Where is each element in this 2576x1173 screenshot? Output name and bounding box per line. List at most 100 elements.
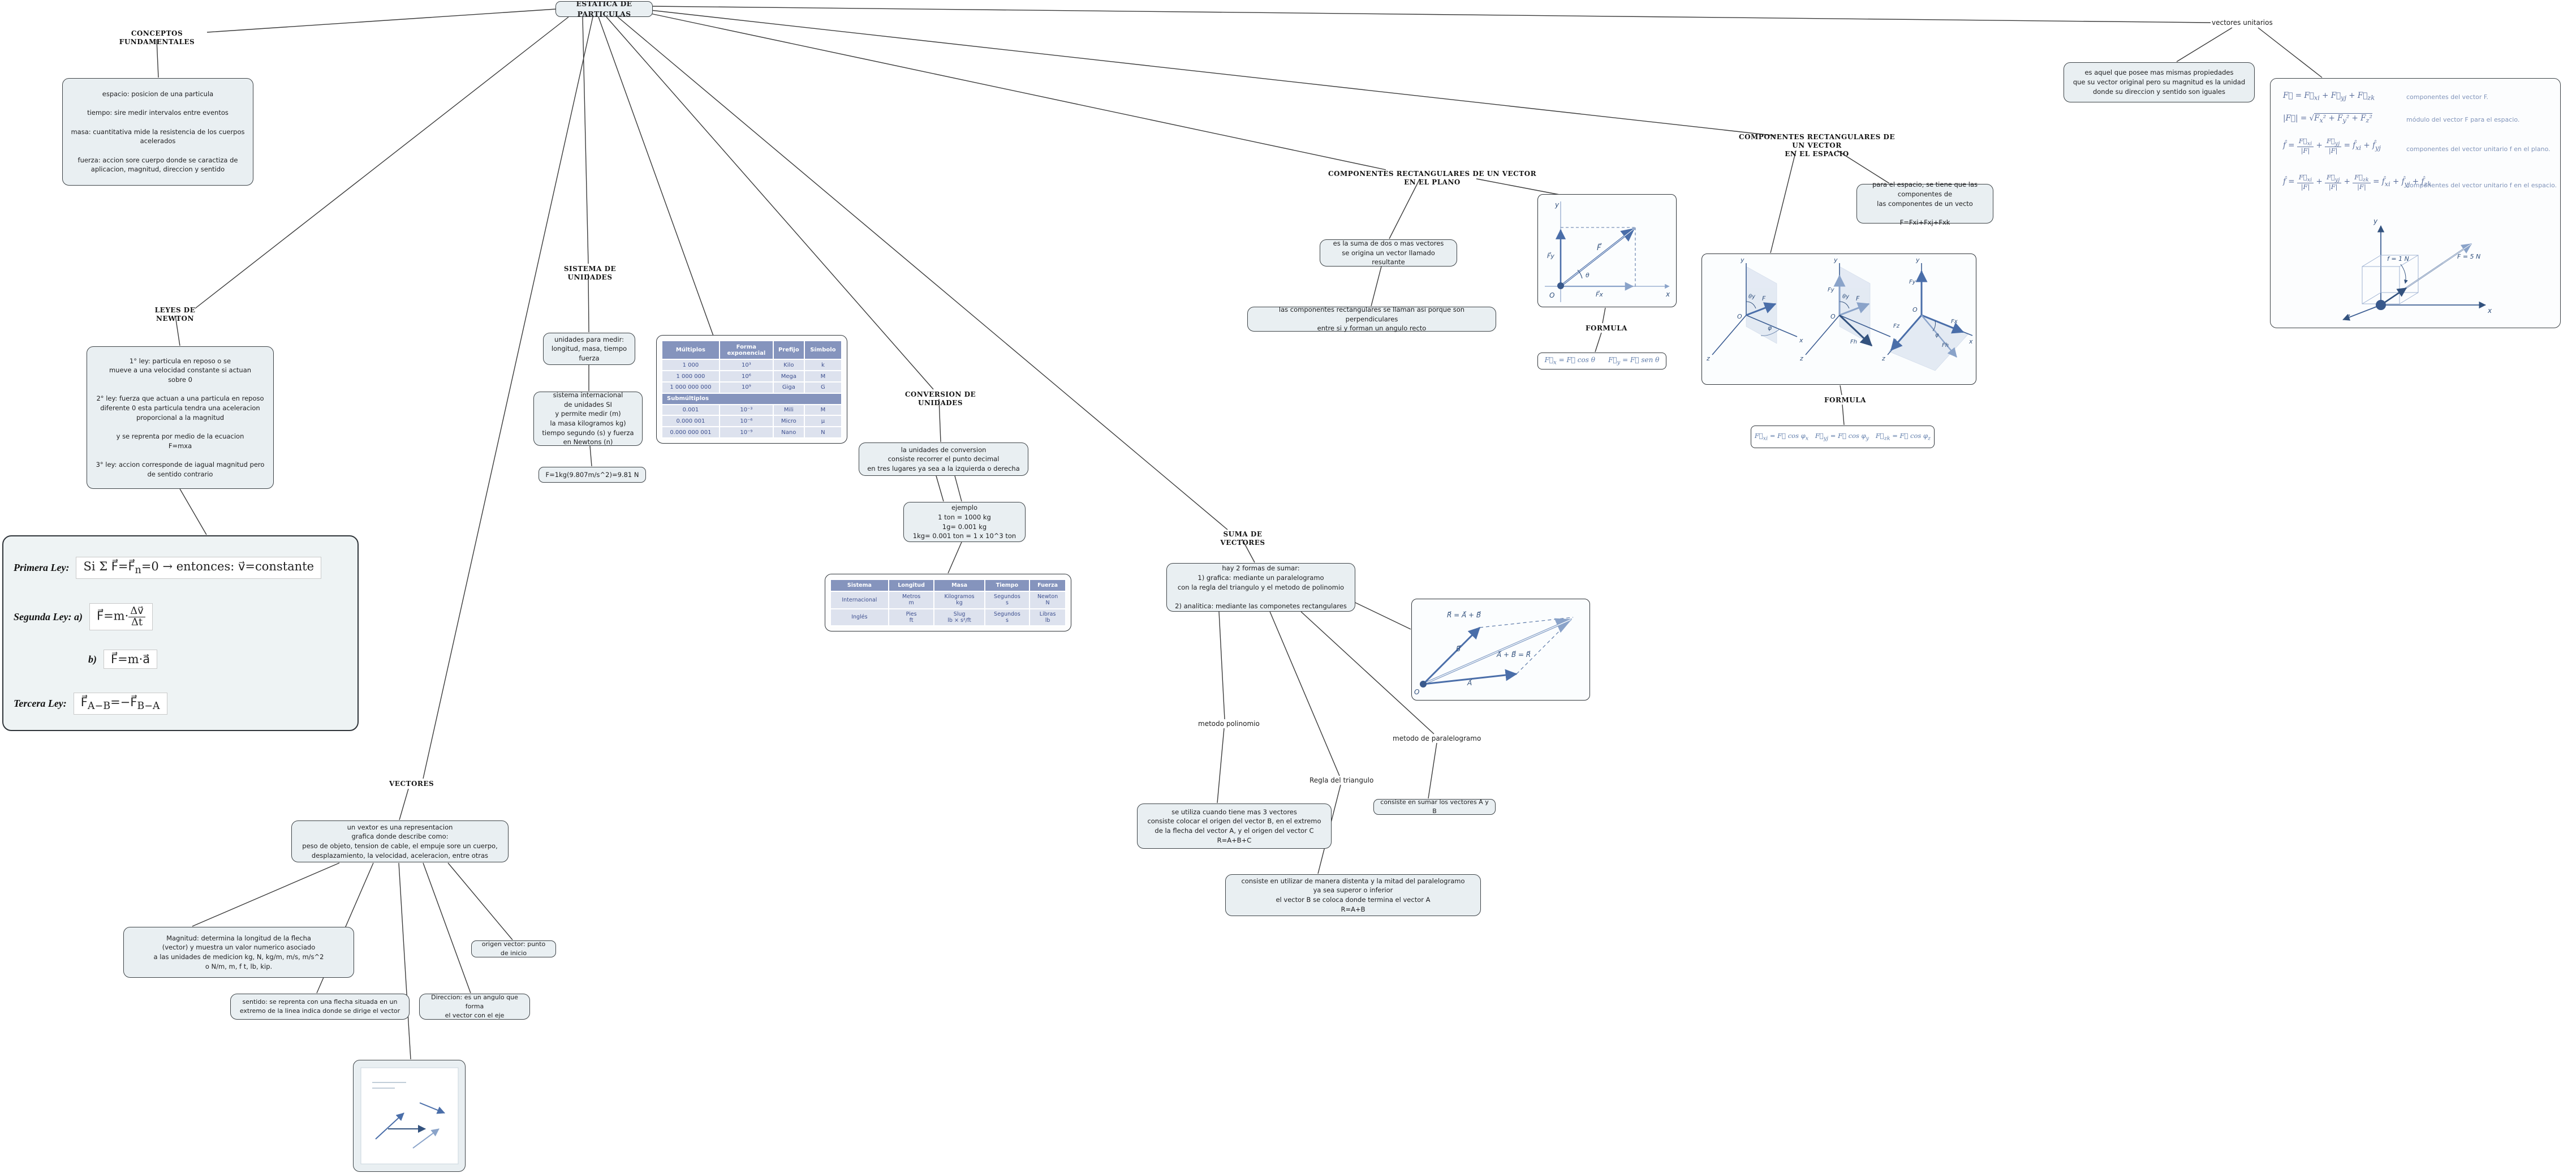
fz-component-label: Fz: [1893, 323, 1900, 329]
segunda-ley-b-label: b): [88, 653, 97, 665]
systems-table: Sistema Longitud Masa Tiempo Fuerza Inte…: [830, 578, 1066, 627]
z-axis-label: z: [1881, 355, 1885, 362]
phi-angle-label: φ: [1935, 332, 1939, 338]
theta-angle-label: θ: [1586, 272, 1589, 279]
col-fuerza: Fuerza: [1029, 578, 1066, 592]
label-formula-plano[interactable]: FORMULA: [1586, 324, 1627, 332]
unit-vector-formulas-panel[interactable]: F⃗ = F⃗xi + F⃗yj + F⃗zk componentes del …: [2270, 78, 2561, 328]
panel-desc-unitario-plano: componentes del vector unitario f en el …: [2406, 145, 2551, 153]
panel-formula-unitario-plano: f̂ = F⃗xi|F| + F⃗yj|F| = f̂xi + f̂yj: [2283, 137, 2381, 155]
node-paralelogramo-box[interactable]: consiste en sumar los vectores A y B: [1373, 798, 1496, 815]
node-sistema-internacional[interactable]: sistema internacional de unidades SI y p…: [533, 391, 643, 446]
panel-desc-modulo: módulo del vector F para el espacio.: [2406, 116, 2520, 123]
vector-sketches-svg: [360, 1067, 458, 1165]
label-vectores-unitarios[interactable]: vectores unitarios: [2212, 19, 2273, 27]
unit-vector-f-label: f = 1 N: [2387, 255, 2409, 263]
label-vectores[interactable]: VECTORES: [389, 780, 434, 788]
col-multiplos: Múltiplos: [661, 340, 720, 360]
col-forma-exponencial: Forma exponencial: [718, 340, 774, 360]
node-suma-box[interactable]: hay 2 formas de sumar: 1) grafica: media…: [1166, 563, 1355, 612]
label-componentes-espacio[interactable]: COMPONENTES RECTANGULARES DE UN VECTOR E…: [1739, 133, 1895, 158]
y-axis-label: y: [2373, 217, 2378, 225]
node-leyes-formulas-box[interactable]: Primera Ley: Si Σ F⃗=F⃗n=0 → entonces: v…: [2, 535, 359, 731]
node-tabla-sistemas[interactable]: Sistema Longitud Masa Tiempo Fuerza Inte…: [825, 574, 1071, 631]
node-sentido-box[interactable]: sentido: se reprenta con una flecha situ…: [230, 994, 410, 1020]
parallelogram-svg: R⃗ = A⃗ + B⃗ B⃗ A⃗ + B⃗ = R⃗ A⃗ O: [1414, 611, 1574, 696]
force-f-label: F = 5 N: [2457, 253, 2480, 260]
label-componentes-plano[interactable]: COMPONENTES RECTANGULARES DE UN VECTOR E…: [1328, 170, 1537, 186]
z-axis-label: z: [1706, 355, 1710, 362]
y-axis-label: y: [1833, 256, 1838, 264]
fh-component-label: Fh: [1850, 339, 1857, 345]
segunda-ley-formula: F⃗=m·Δv⃗Δt: [89, 603, 153, 631]
plane-components-svg: y x F⃗ F⃗y F⃗x θ O: [1545, 201, 1670, 302]
node-vectores-box[interactable]: un vextor es una representacion grafica …: [291, 820, 509, 862]
node-magnitud-box[interactable]: Magnitud: determina la longitud de la fl…: [123, 927, 354, 978]
fxi-formula: F⃗xi = F⃗ cos φx: [1754, 432, 1809, 442]
node-plano-suma-box[interactable]: es la suma de dos o mas vectores se orig…: [1320, 239, 1457, 267]
label-conversion-unidades[interactable]: CONVERSION DE UNIDADES: [904, 390, 976, 407]
node-polinomio-box[interactable]: se utiliza cuando tiene mas 3 vectores c…: [1137, 804, 1332, 849]
node-origen-box[interactable]: origen vector: punto de inicio: [471, 940, 556, 957]
y-axis-label: y: [1554, 201, 1560, 209]
f-vector-label: F: [1856, 295, 1860, 302]
node-plano-perpendiculares-box[interactable]: las componentes rectangulares se llaman …: [1247, 306, 1496, 332]
y-axis-label: y: [1740, 256, 1744, 264]
fyj-formula: F⃗yj = F⃗ cos φy: [1815, 432, 1869, 442]
label-conceptos-fundamentales[interactable]: CONCEPTOS FUNDAMENTALES: [119, 29, 195, 46]
node-conversion-box[interactable]: la unidades de conversion consiste recor…: [859, 442, 1028, 476]
tercera-ley-label: Tercera Ley:: [14, 698, 67, 710]
phi-angle-label: φ: [1768, 324, 1772, 332]
node-plano-formula-box[interactable]: F⃗x = F⃗ cos θ F⃗y = F⃗ sen θ: [1537, 353, 1666, 369]
space-components-svg: y θy F O x φ z y Fy θy F O Fh x z: [1706, 256, 1973, 371]
node-direccion-box[interactable]: Direccion: es un angulo que forma el vec…: [419, 994, 530, 1020]
node-triangulo-box[interactable]: consiste en utilizar de manera distenta …: [1225, 874, 1481, 916]
col-prefijo: Prefijo: [772, 340, 805, 360]
panel-desc-components: componentes del vector F.: [2406, 93, 2488, 101]
fx-formula: F⃗x = F⃗ cos θ: [1544, 356, 1595, 366]
primera-ley-formula: Si Σ F⃗=F⃗n=0 → entonces: v⃗=constante: [76, 557, 322, 579]
f-vector-label: F⃗: [1597, 243, 1602, 252]
segunda-ley-b-formula: F⃗=m·a⃗: [104, 650, 158, 669]
label-regla-triangulo[interactable]: Regla del triangulo: [1309, 776, 1374, 784]
col-simbolo: Símbolo: [803, 340, 843, 360]
col-longitud: Longitud: [888, 578, 935, 592]
node-unidades-medir[interactable]: unidades para medir: longitud, masa, tie…: [543, 333, 635, 365]
table-subheader-row: Submúltiplos: [661, 392, 842, 405]
node-tabla-prefijos[interactable]: Múltiplos Forma exponencial Prefijo Símb…: [656, 335, 847, 444]
node-leyes-box[interactable]: 1° ley: particula en reposo o se mueve a…: [87, 346, 274, 489]
origin-label: O: [1549, 291, 1554, 299]
label-suma-vectores[interactable]: SUMA DE VECTORES: [1220, 530, 1265, 547]
node-espacio-formula-box[interactable]: F⃗xi = F⃗ cos φx F⃗yj = F⃗ cos φy F⃗zk =…: [1751, 426, 1935, 448]
label-formula-espacio[interactable]: FORMULA: [1824, 396, 1866, 404]
tercera-ley-formula: F⃗A−B=−F⃗B−A: [73, 693, 167, 715]
z-axis-label: z: [1799, 355, 1803, 362]
node-espacio-box[interactable]: para el espacio, se tiene que las compon…: [1856, 181, 1993, 226]
b-vector-label: B⃗: [1456, 645, 1461, 653]
primera-ley-label: Primera Ley:: [14, 562, 70, 574]
label-leyes-newton[interactable]: LEYES DE NEWTON: [154, 306, 196, 323]
fx-component-label: Fx: [1951, 319, 1958, 325]
label-metodo-polinomio[interactable]: metodo polinomio: [1198, 720, 1260, 728]
x-axis-label: x: [1799, 337, 1803, 344]
node-ejemplo-box[interactable]: ejemplo 1 ton = 1000 kg 1g= 0.001 kg 1kg…: [903, 502, 1026, 542]
label-sistema-unidades[interactable]: SISTEMA DE UNIDADES: [563, 265, 617, 281]
fy-formula: F⃗y = F⃗ sen θ: [1608, 356, 1660, 366]
fx-component-label: F⃗x: [1596, 290, 1603, 298]
node-conceptos-box[interactable]: espacio: posicion de una particula tiemp…: [62, 78, 253, 186]
node-unitarios-box[interactable]: es aquel que posee mas mismas propiedade…: [2064, 62, 2255, 102]
segunda-ley-label: Segunda Ley: a): [14, 611, 83, 622]
col-masa: Masa: [933, 578, 985, 592]
origin-label: O: [1912, 306, 1918, 313]
f-vector-label: F: [1762, 295, 1766, 302]
node-fuerza-newton-formula[interactable]: F=1kg(9.807m/s^2)=9.81 N: [539, 467, 646, 483]
fy-component-label: F⃗y: [1547, 252, 1554, 260]
panel-formula-unitario-espacio: f̂ = F⃗xi|F| + F⃗yj|F| + F⃗zk|F| = f̂xi …: [2283, 173, 2432, 191]
root-node-estatica[interactable]: ESTATICA DE PARTICULAS: [555, 0, 653, 18]
vector-sketches-figure[interactable]: [353, 1060, 466, 1172]
label-metodo-paralelogramo[interactable]: metodo de paralelogramo: [1393, 734, 1481, 742]
